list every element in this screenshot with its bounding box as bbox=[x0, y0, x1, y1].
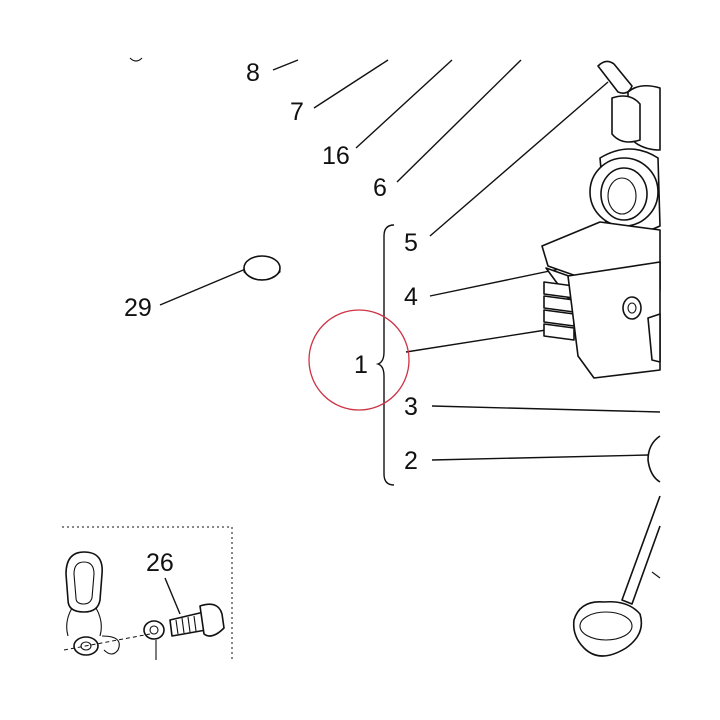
callout-6: 6 bbox=[373, 174, 387, 202]
callout-labels: 8 7 16 6 5 4 1 3 2 29 26 bbox=[124, 59, 418, 577]
inset-parts bbox=[63, 551, 225, 660]
leader-29 bbox=[159, 267, 249, 306]
callout-2: 2 bbox=[404, 447, 418, 475]
highlight-circle bbox=[308, 309, 410, 411]
callout-26: 26 bbox=[146, 549, 174, 577]
callout-1: 1 bbox=[354, 351, 368, 379]
inset-box bbox=[62, 526, 233, 660]
callout-8: 8 bbox=[246, 59, 260, 87]
leader-lines bbox=[159, 59, 661, 615]
leader-26 bbox=[164, 577, 181, 615]
callout-4: 4 bbox=[404, 283, 418, 311]
callout-3: 3 bbox=[404, 393, 418, 421]
leader-16 bbox=[355, 59, 453, 149]
leader-2 bbox=[431, 454, 649, 461]
callout-7: 7 bbox=[290, 98, 304, 126]
group-bracket bbox=[375, 224, 395, 486]
valve-part bbox=[572, 435, 661, 657]
leader-8 bbox=[272, 59, 299, 71]
leader-3 bbox=[431, 405, 661, 413]
leader-6 bbox=[396, 59, 522, 183]
callout-16: 16 bbox=[322, 142, 350, 170]
partial-part-top bbox=[129, 57, 143, 62]
callout-5: 5 bbox=[404, 229, 418, 257]
cylinder-head-part bbox=[541, 60, 661, 379]
leader-1 bbox=[405, 329, 547, 353]
leader-7 bbox=[313, 59, 389, 109]
callout-29: 29 bbox=[124, 294, 152, 322]
leader-5 bbox=[429, 81, 609, 237]
shim-disc-part bbox=[243, 255, 281, 281]
